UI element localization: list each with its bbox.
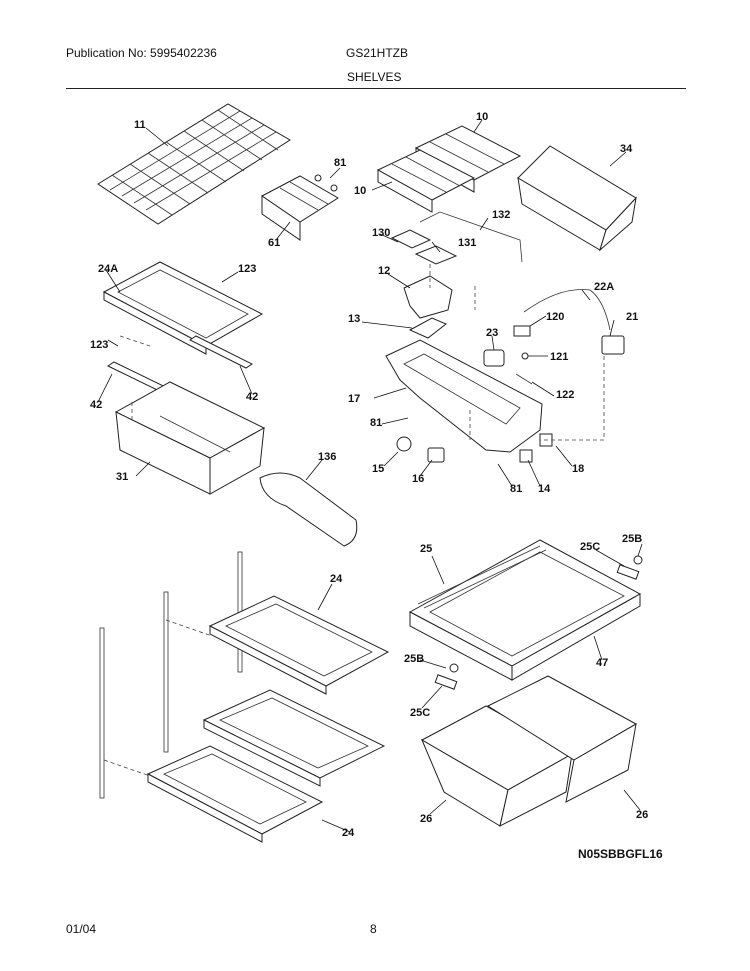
glass-shelf-24-top <box>208 595 390 695</box>
callout-ice-tray-top: 10 <box>476 111 488 123</box>
diagram-code: N05SBBGFL16 <box>578 847 663 861</box>
callout-shelf-24a: 24A <box>98 263 118 275</box>
crisper-drawer-26-right <box>486 675 638 803</box>
callout-bulb-15: 15 <box>372 463 384 475</box>
callout-clip-25b-right: 25B <box>622 533 642 545</box>
callout-connector-21: 21 <box>626 311 638 323</box>
model-number: GS21HTZB <box>346 46 409 60</box>
ice-bin <box>517 145 637 252</box>
callout-clip-25b-left: 25B <box>404 653 424 665</box>
crisper-drawer-31 <box>114 381 266 495</box>
callout-socket-16: 16 <box>412 473 424 485</box>
callout-screw-81-top: 81 <box>334 157 346 169</box>
ice-tray-lower <box>376 149 476 213</box>
publication-number: Publication No: 5995402236 <box>66 46 217 60</box>
socket-16 <box>427 447 445 463</box>
callout-rail-42-right: 42 <box>246 391 258 403</box>
callout-123-top: 123 <box>238 263 256 275</box>
callout-screw-81-mid: 81 <box>370 417 382 429</box>
support-25c-right <box>616 564 640 580</box>
callout-housing-17: 17 <box>348 393 360 405</box>
glass-shelf-24a <box>102 261 264 355</box>
callout-support-25c-left: 25C <box>410 707 430 719</box>
support-25c-left <box>434 674 458 690</box>
ice-flapper <box>408 317 447 339</box>
callout-cover-25: 25 <box>420 543 432 555</box>
callout-screw-122: 122 <box>556 389 574 401</box>
wire-22a <box>523 289 611 331</box>
callout-drawer-26-right: 26 <box>636 809 648 821</box>
screw-122 <box>515 373 533 385</box>
glass-shelf-24-middle <box>202 689 386 787</box>
switch-23 <box>483 349 505 367</box>
dispenser-housing <box>403 275 453 319</box>
callout-ice-tray-lower: 10 <box>354 185 366 197</box>
crisper-cover-25 <box>408 539 642 681</box>
connector-21 <box>601 335 625 355</box>
callout-part-131: 131 <box>458 237 476 249</box>
callout-chute-136: 136 <box>318 451 336 463</box>
ice-chute-136 <box>259 472 358 547</box>
callout-support-25c-right: 25C <box>580 541 600 553</box>
callout-switch-18: 18 <box>572 463 584 475</box>
callout-switch-23: 23 <box>486 327 498 339</box>
callout-shelf-24-bottom: 24 <box>342 827 355 839</box>
callout-123-left: 123 <box>90 339 108 351</box>
glass-shelf-24-bottom <box>146 745 324 843</box>
callout-harness-132: 132 <box>492 209 510 221</box>
shelf-bracket <box>261 174 339 241</box>
switch-14 <box>519 449 533 463</box>
callout-part-130: 130 <box>372 227 390 239</box>
callout-shelf-24-top: 24 <box>330 573 343 585</box>
clip-25b-left <box>449 663 459 673</box>
crisper-drawer-26-left <box>420 705 574 827</box>
control-housing <box>385 339 543 453</box>
section-title: SHELVES <box>347 70 402 84</box>
header-rule <box>66 88 686 89</box>
clip-25b-right <box>633 555 643 565</box>
callout-screw-81-bottom: 81 <box>510 483 522 495</box>
callout-wire-shelf: 11 <box>134 119 146 131</box>
clip-120 <box>513 325 531 337</box>
wire-shelf <box>97 103 291 225</box>
shelf-rail-right <box>189 335 253 369</box>
callout-rail-42-left: 42 <box>90 399 102 411</box>
bulb-15 <box>396 436 412 452</box>
callout-ice-bin: 34 <box>620 143 633 155</box>
callout-bracket-61: 61 <box>268 237 280 249</box>
callout-wire-22a: 22A <box>594 281 614 293</box>
wire-harness <box>390 211 523 265</box>
callout-flapper-13: 13 <box>348 313 360 325</box>
page-number: 8 <box>370 922 377 936</box>
footer-date: 01/04 <box>66 922 97 936</box>
callout-clip-120: 120 <box>546 311 564 323</box>
callout-drawer-31: 31 <box>116 471 128 483</box>
callout-switch-14: 14 <box>538 483 551 495</box>
callout-drawer-26-left: 26 <box>420 813 432 825</box>
nut-121 <box>521 352 529 360</box>
callout-nut-121: 121 <box>550 351 568 363</box>
callout-housing-12: 12 <box>378 265 390 277</box>
callout-glass-47: 47 <box>596 657 608 669</box>
